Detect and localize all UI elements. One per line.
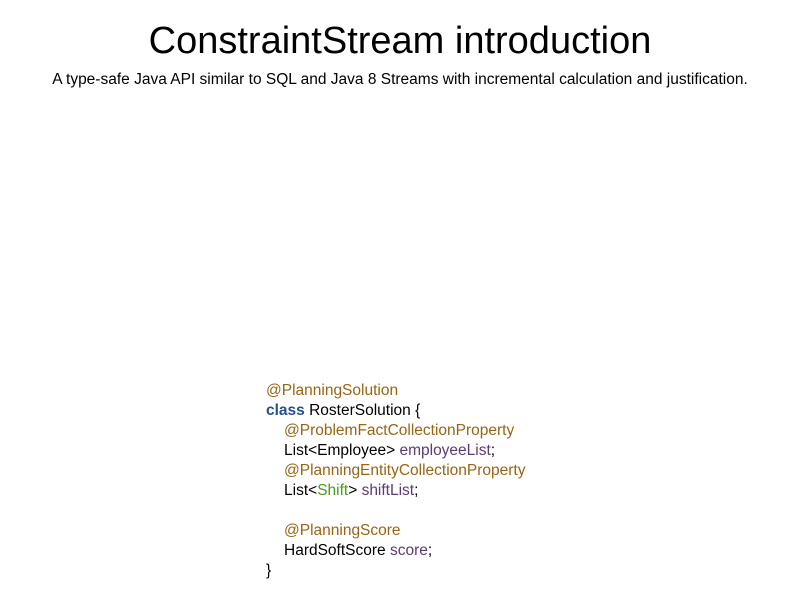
- shift-list-type-open: List<: [284, 482, 318, 499]
- code-line-3: @ProblemFactCollectionProperty: [266, 421, 525, 441]
- employee-list-field: employeeList: [399, 442, 491, 459]
- code-line-8: @PlanningScore: [266, 521, 525, 541]
- code-line-10: }: [266, 561, 525, 581]
- slide-title: ConstraintStream introduction: [148, 20, 652, 62]
- annotation-planning-entity-collection: @PlanningEntityCollectionProperty: [284, 462, 526, 479]
- code-line-4: List<Employee> employeeList;: [266, 441, 525, 461]
- semicolon: ;: [414, 482, 419, 499]
- code-line-1: @PlanningSolution: [266, 381, 525, 401]
- code-block: @PlanningSolution class RosterSolution {…: [266, 381, 525, 581]
- semicolon: ;: [427, 542, 433, 559]
- annotation-planning-score: @PlanningScore: [284, 522, 401, 539]
- shift-list-field: shiftList: [361, 482, 415, 499]
- shift-generic-type: Shift: [317, 482, 349, 499]
- class-name: RosterSolution {: [304, 402, 421, 419]
- annotation-planning-solution: @PlanningSolution: [266, 382, 399, 399]
- score-field: score: [389, 542, 428, 559]
- semicolon: ;: [490, 442, 496, 459]
- slide-subtitle: A type-safe Java API similar to SQL and …: [52, 71, 748, 88]
- code-line-blank: [266, 501, 525, 521]
- code-line-5: @PlanningEntityCollectionProperty: [266, 461, 525, 481]
- shift-list-type-close: >: [348, 482, 362, 499]
- keyword-class: class: [266, 402, 305, 419]
- employee-list-type: List<Employee>: [284, 442, 400, 459]
- closing-brace: }: [266, 562, 272, 579]
- annotation-problem-fact-collection: @ProblemFactCollectionProperty: [284, 422, 515, 439]
- code-line-2: class RosterSolution {: [266, 401, 525, 421]
- code-line-6: List<Shift> shiftList;: [266, 481, 525, 501]
- score-type: HardSoftScore: [284, 542, 390, 559]
- code-line-9: HardSoftScore score;: [266, 541, 525, 561]
